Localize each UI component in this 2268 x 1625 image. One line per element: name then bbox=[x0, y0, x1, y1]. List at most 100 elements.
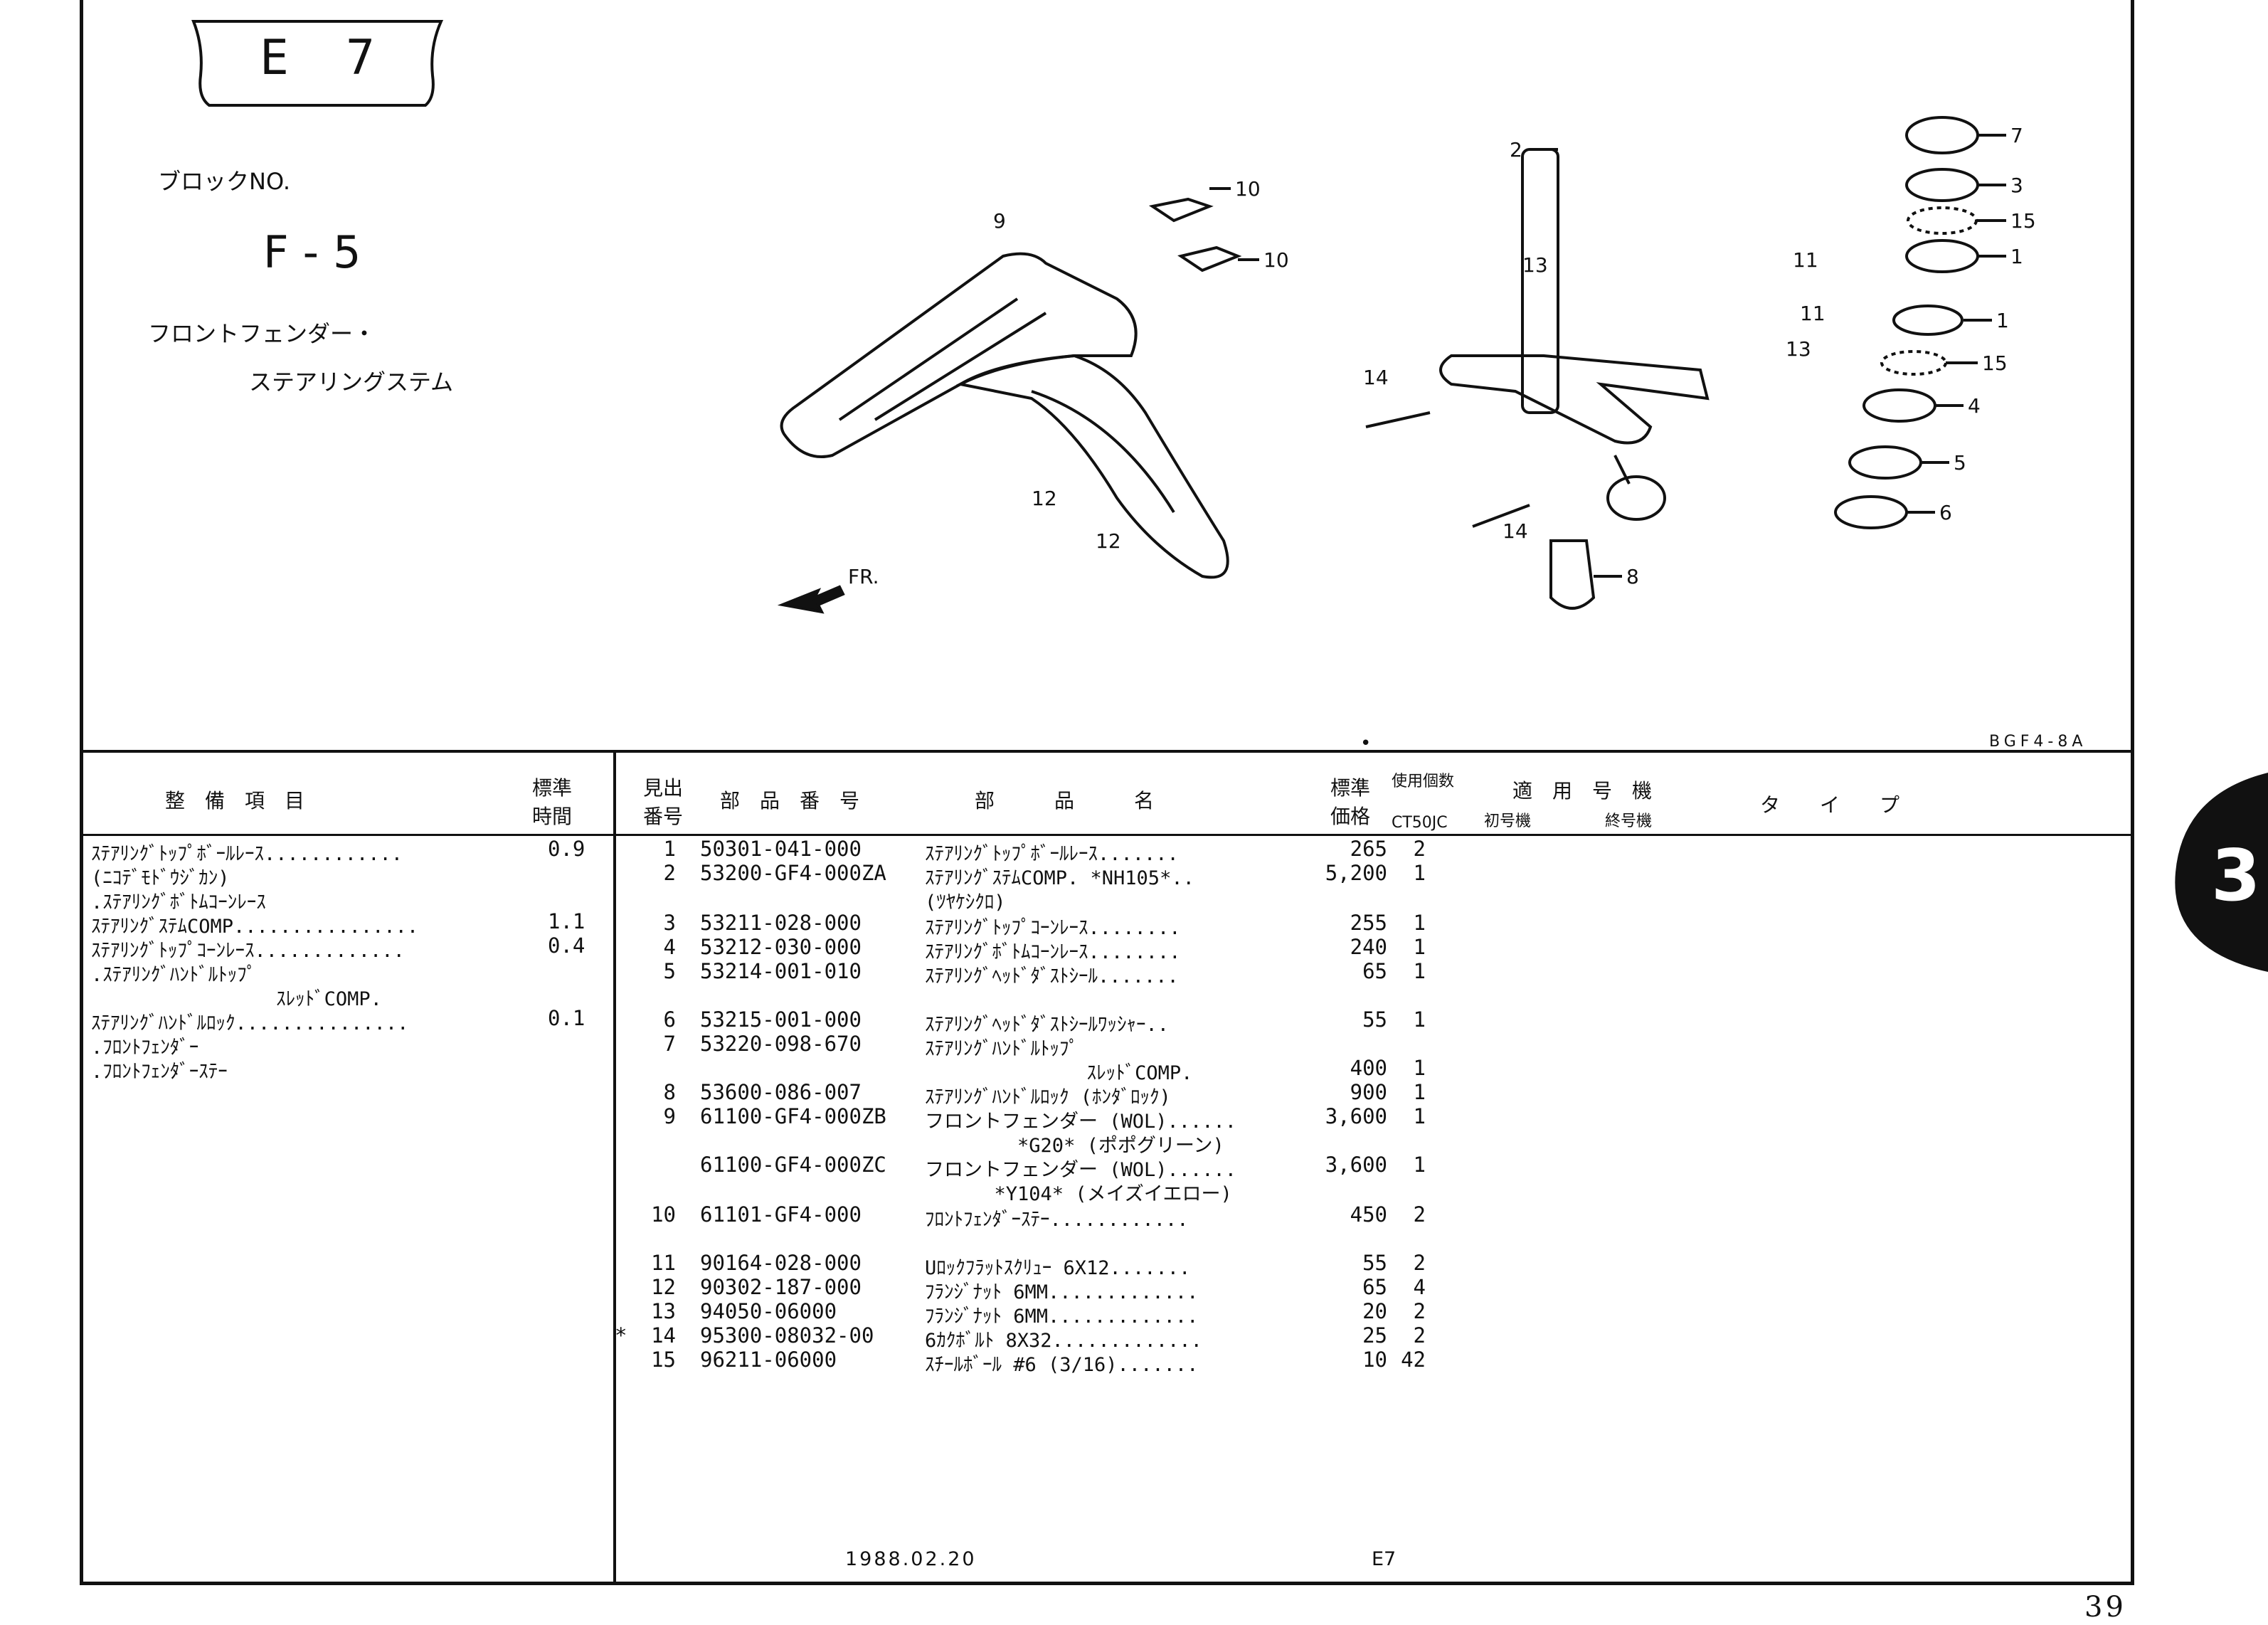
price: 65 bbox=[1362, 1275, 1387, 1299]
ref-no-header-1: 見出 bbox=[643, 776, 684, 800]
part-name: ｽﾃｱﾘﾝｸﾞﾄｯﾌﾟﾎﾞｰﾙﾚｰｽ....... bbox=[925, 843, 1179, 865]
quantity: 1 bbox=[1413, 1056, 1426, 1080]
work-item-text: ｽﾚｯﾄﾞCOMP. bbox=[91, 988, 382, 1010]
part-name: 6ｶｸﾎﾞﾙﾄ 8X32............. bbox=[925, 1330, 1202, 1352]
star-mark: * bbox=[615, 1323, 627, 1348]
exploded-view: 2 7 3 15 1 1 15 4 5 6 8 9 10 10 11 11 12… bbox=[777, 116, 2036, 614]
work-item-text: .ｽﾃｱﾘﾝｸﾞﾊﾝﾄﾞﾙﾄｯﾌﾟ bbox=[91, 964, 257, 986]
callout-3: 3 bbox=[2010, 174, 2023, 197]
quantity: 1 bbox=[1413, 1007, 1426, 1032]
fender-stay-1 bbox=[1148, 197, 1214, 223]
ref-no: 15 bbox=[651, 1348, 676, 1372]
first-unit-header: 初号機 bbox=[1484, 812, 1532, 830]
front-fender-body bbox=[955, 354, 1229, 579]
price: 65 bbox=[1362, 959, 1387, 983]
price: 10 bbox=[1362, 1348, 1387, 1372]
section-tab-number: 3 bbox=[2211, 834, 2261, 917]
callout-12b: 12 bbox=[1096, 529, 1121, 553]
steel-balls-upper bbox=[1907, 206, 1978, 235]
part-number: 53212-030-000 bbox=[700, 935, 862, 959]
price: 255 bbox=[1350, 911, 1387, 935]
fender-stay-2 bbox=[1177, 245, 1242, 272]
part-name: ｽﾃｱﾘﾝｸﾞﾊﾝﾄﾞﾙﾄｯﾌﾟ bbox=[925, 1038, 1079, 1060]
quantity: 1 bbox=[1413, 911, 1426, 935]
ref-no: 2 bbox=[663, 861, 676, 885]
block-no: F-5 bbox=[263, 226, 376, 278]
part-name: *Y104* (メイズイエロー) bbox=[925, 1183, 1232, 1205]
quantity: 2 bbox=[1413, 1299, 1426, 1323]
callout-7: 7 bbox=[2010, 124, 2023, 147]
part-name: *G20* (ポポグリーン) bbox=[925, 1135, 1224, 1157]
front-fender-shape bbox=[780, 252, 1138, 458]
page-frame bbox=[80, 0, 2134, 1585]
work-item-time: 1.1 bbox=[548, 909, 585, 933]
callout-12a: 12 bbox=[1032, 487, 1057, 510]
price: 265 bbox=[1350, 837, 1387, 861]
price: 450 bbox=[1350, 1202, 1387, 1227]
part-number: 96211-06000 bbox=[700, 1348, 837, 1372]
quantity: 1 bbox=[1413, 1104, 1426, 1128]
part-number: 53215-001-000 bbox=[700, 1007, 862, 1032]
price: 20 bbox=[1362, 1299, 1387, 1323]
ref-no: 10 bbox=[651, 1202, 676, 1227]
dust-seal bbox=[1848, 445, 1922, 480]
callout-11b: 11 bbox=[1800, 302, 1825, 325]
steel-balls-lower bbox=[1880, 350, 1947, 376]
price: 400 bbox=[1350, 1056, 1387, 1080]
ref-no: 4 bbox=[663, 935, 676, 959]
mark-dot: • bbox=[1360, 733, 1372, 754]
part-name: フロントフェンダー (WOL)...... bbox=[925, 1159, 1237, 1181]
part-name: ｽﾚｯﾄﾞCOMP. bbox=[925, 1062, 1193, 1084]
price: 3,600 bbox=[1325, 1153, 1387, 1177]
quantity: 2 bbox=[1413, 837, 1426, 861]
footer-date: 1988.02.20 bbox=[845, 1548, 977, 1570]
callout-2: 2 bbox=[1510, 138, 1522, 162]
quantity: 1 bbox=[1413, 1080, 1426, 1104]
callout-1a: 1 bbox=[2010, 245, 2023, 268]
callout-14b: 14 bbox=[1503, 519, 1528, 543]
callout-13a: 13 bbox=[1522, 253, 1548, 277]
quantity: 2 bbox=[1413, 1251, 1426, 1275]
price: 25 bbox=[1362, 1323, 1387, 1348]
qty-header: 使用個数 bbox=[1392, 773, 1455, 790]
part-number: 94050-06000 bbox=[700, 1299, 837, 1323]
ref-no: 5 bbox=[663, 959, 676, 983]
part-name: ｽﾃｱﾘﾝｸﾞﾊﾝﾄﾞﾙﾛｯｸ (ﾎﾝﾀﾞﾛｯｸ) bbox=[925, 1086, 1171, 1108]
work-time-header-2: 時間 bbox=[532, 805, 573, 828]
work-item-text: .ﾌﾛﾝﾄﾌｪﾝﾀﾞｰｽﾃｰ bbox=[91, 1061, 228, 1083]
work-item-time: 0.4 bbox=[548, 933, 585, 958]
part-name: ｽﾃｱﾘﾝｸﾞｽﾃﾑCOMP. *NH105*.. bbox=[925, 867, 1194, 889]
header-bottom-rule bbox=[80, 834, 2134, 836]
part-name: Uﾛｯｸﾌﾗｯﾄｽｸﾘｭｰ 6X12....... bbox=[925, 1257, 1191, 1279]
bottom-cone-race bbox=[1862, 388, 1936, 423]
quantity: 1 bbox=[1413, 1153, 1426, 1177]
part-number: 53211-028-000 bbox=[700, 911, 862, 935]
quantity: 1 bbox=[1413, 861, 1426, 885]
callout-5: 5 bbox=[1954, 451, 1966, 475]
part-number: 61100-GF4-000ZB bbox=[700, 1104, 886, 1128]
ref-no: 8 bbox=[663, 1080, 676, 1104]
part-name-header: 部 品 名 bbox=[975, 789, 1155, 812]
price-header-1: 標準 bbox=[1330, 776, 1371, 800]
work-item-text: .ｽﾃｱﾘﾝｸﾞﾎﾞﾄﾑｺｰﾝﾚｰｽ bbox=[91, 891, 266, 914]
ref-no: 1 bbox=[663, 837, 676, 861]
price-header-2: 価格 bbox=[1330, 805, 1371, 828]
part-number: 61100-GF4-000ZC bbox=[700, 1153, 886, 1177]
price: 3,600 bbox=[1325, 1104, 1387, 1128]
block-badge: E7 bbox=[191, 18, 444, 108]
quantity: 2 bbox=[1413, 1323, 1426, 1348]
title-line-1: フロントフェンダー・ bbox=[148, 320, 376, 347]
bolt-14-upper bbox=[1365, 411, 1431, 428]
part-number: 53600-086-007 bbox=[700, 1080, 862, 1104]
ref-no: 13 bbox=[651, 1299, 676, 1323]
callout-15b: 15 bbox=[1982, 351, 2008, 375]
price: 240 bbox=[1350, 935, 1387, 959]
part-number: 53200-GF4-000ZA bbox=[700, 861, 886, 885]
part-name: (ﾂﾔｹｼｸﾛ) bbox=[925, 891, 1006, 914]
part-name: ｽﾃｱﾘﾝｸﾞﾄｯﾌﾟｺｰﾝﾚｰｽ........ bbox=[925, 917, 1181, 939]
badge-letter: E bbox=[260, 30, 346, 86]
table-top-rule bbox=[80, 750, 2134, 753]
parts-diagram: 2 7 3 15 1 1 15 4 5 6 8 9 10 10 11 11 12… bbox=[747, 85, 2134, 669]
callout-8: 8 bbox=[1626, 565, 1639, 588]
section-tab: 3 bbox=[2168, 773, 2268, 972]
